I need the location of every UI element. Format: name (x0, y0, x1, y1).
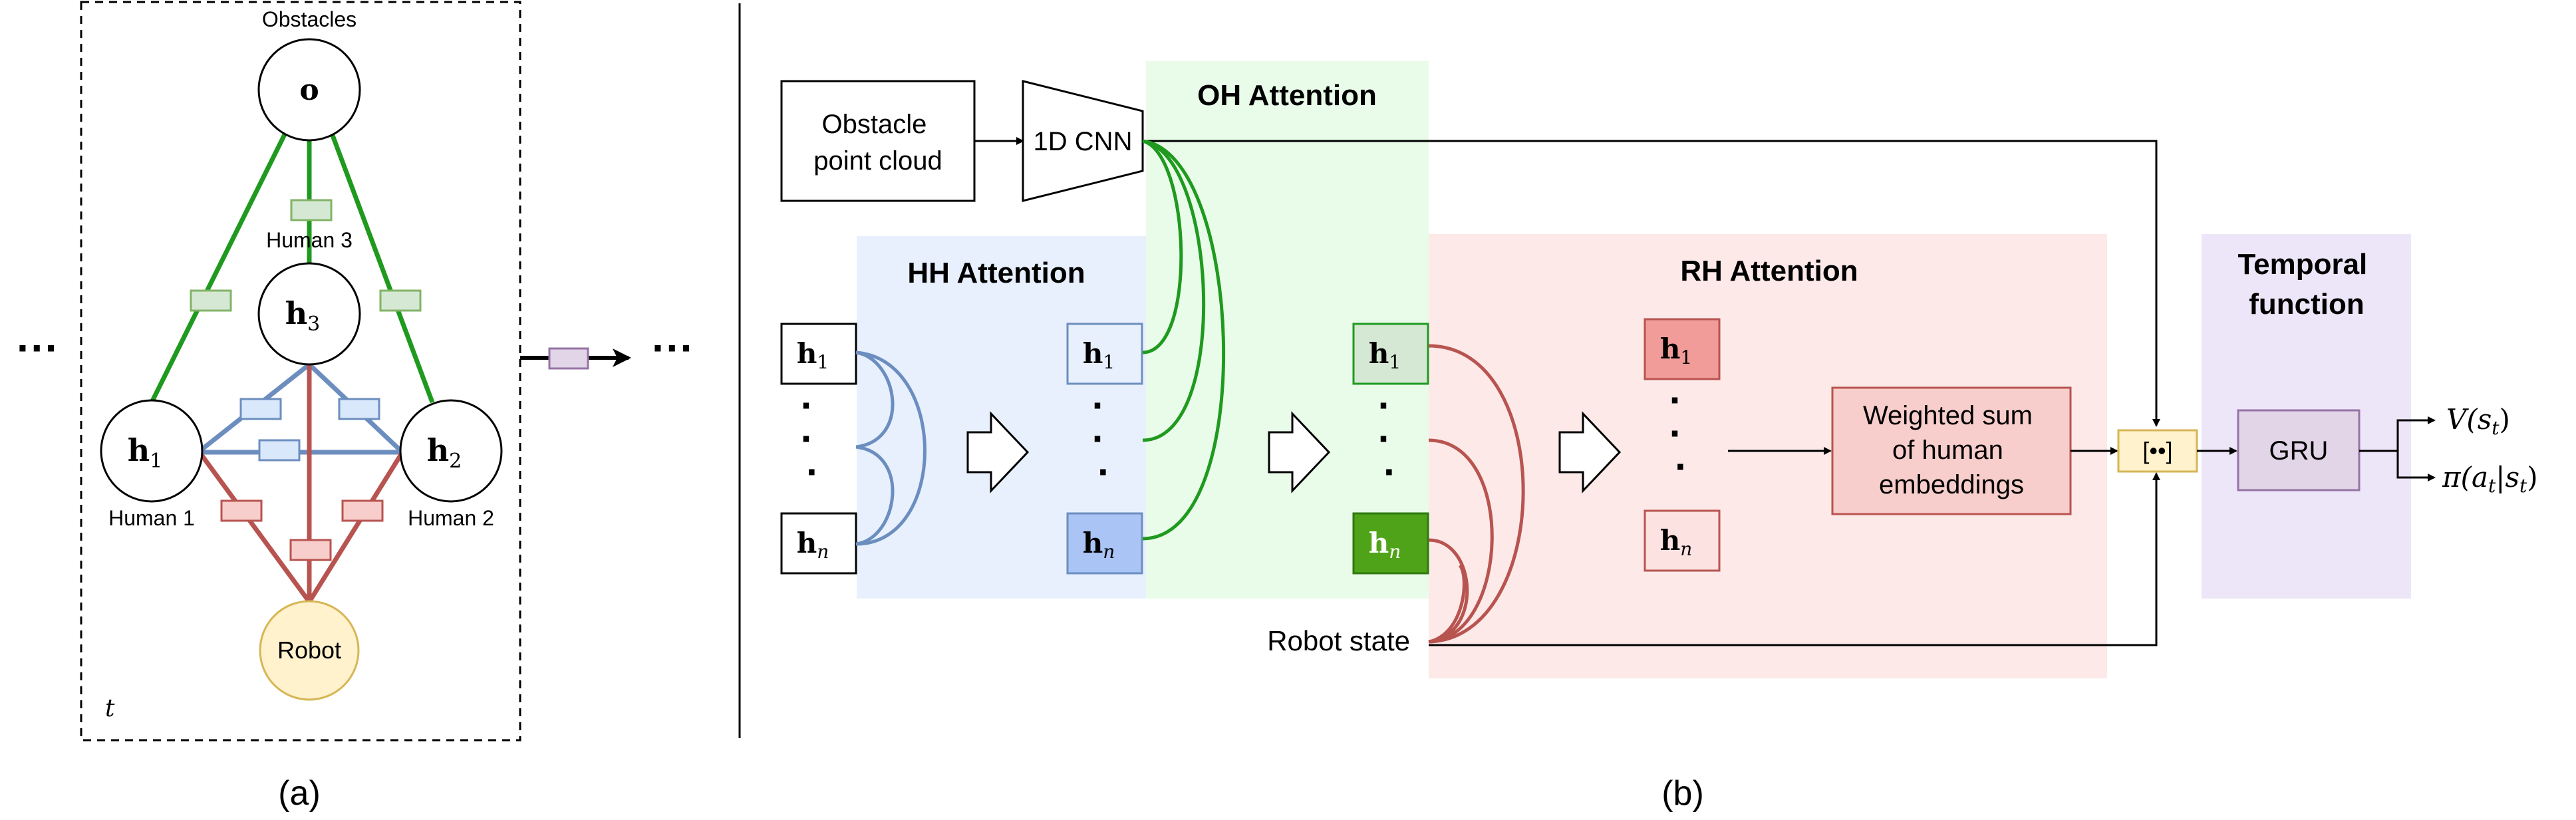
weighted-sum-label: Weighted sum of human embeddings (1863, 401, 2040, 499)
obstacles-title: Obstacles (262, 7, 357, 31)
cnn-trapezoid (1022, 80, 1144, 202)
ellipsis-left: ··· (17, 324, 59, 372)
human2-label: Human 2 (408, 506, 494, 530)
human1-node-label: h1 (128, 432, 163, 473)
obstacle-point-cloud-box (780, 80, 976, 202)
hh-attention-arcs (855, 350, 927, 546)
time-label: t (105, 695, 115, 722)
obstacle-node (257, 38, 361, 142)
concat-box (2117, 429, 2198, 473)
timestep-frame (80, 1, 521, 742)
panel-a: Obstacles (17, 1, 694, 813)
robot-state-path (1429, 472, 2160, 646)
rh-output-h1 (1644, 318, 1721, 380)
human3-label: Human 3 (266, 228, 353, 252)
hh-input-h1 (780, 323, 857, 385)
hollow-arrow-hh (966, 411, 1030, 493)
robot-state-label: Robot state (1267, 625, 1410, 656)
robot-node (259, 600, 360, 701)
oh-output-h1-label: h1 (1369, 337, 1401, 373)
concat-label: [••] (2142, 437, 2172, 464)
oh-output-hn (1352, 512, 1429, 575)
hh-input-hn-label: hn (797, 527, 829, 563)
robot-node-label: Robot (277, 636, 341, 664)
rh-output-vdots: · · · (1669, 378, 1694, 489)
ellipsis-right: ··· (652, 324, 694, 372)
oh-attention-arcs (1142, 139, 1226, 541)
human3-node (257, 262, 361, 366)
hh-input-vdots: · · · (801, 383, 825, 494)
obstacle-feature-path (1143, 140, 2160, 427)
value-output: V(st) (2446, 403, 2510, 439)
hh-input-h1-label: h1 (797, 337, 829, 373)
hh-output-hn-label: hn (1083, 527, 1115, 563)
hh-output-hn (1066, 512, 1143, 575)
obstacle-node-label: o (299, 73, 319, 107)
gru-label: GRU (2269, 436, 2329, 466)
rh-output-hn-label: hn (1660, 524, 1693, 560)
hollow-arrow-oh (1268, 411, 1331, 493)
human2-node (399, 399, 503, 503)
temporal-title: Temporal function (2237, 248, 2375, 321)
caption-a: (a) (278, 774, 321, 813)
hh-output-vdots: · · · (1092, 383, 1117, 494)
policy-output: π(at|st) (2442, 461, 2538, 497)
hh-output-h1 (1066, 323, 1143, 385)
hollow-arrow-rh (1558, 411, 1622, 493)
human1-node (100, 399, 204, 503)
human3-node-label: h3 (285, 295, 321, 336)
robot-human-edges (198, 364, 404, 604)
oh-output-h1 (1352, 323, 1429, 385)
human2-node-label: h2 (427, 432, 462, 473)
cnn-label: 1D CNN (1034, 127, 1133, 156)
caption-b: (b) (1661, 774, 1704, 813)
gru-output-arrows (2359, 416, 2436, 481)
obstacle-edge-embeddings (190, 199, 422, 312)
hh-input-hn (780, 512, 857, 575)
human-edge-embeddings (239, 398, 380, 462)
hh-attention-title: HH Attention (907, 257, 1085, 289)
weighted-sum-box (1831, 386, 2072, 515)
oh-output-hn-label: hn (1369, 527, 1401, 563)
rh-attention-arcs (1428, 344, 1525, 644)
oh-attention-title: OH Attention (1197, 79, 1377, 112)
human1-label: Human 1 (108, 506, 195, 530)
robot-edge-embeddings (220, 499, 384, 561)
next-timestep-embedding (548, 347, 589, 370)
oh-output-vdots: · · · (1378, 383, 1403, 494)
rh-output-h1-label: h1 (1660, 333, 1692, 368)
rh-output-hn (1644, 509, 1721, 572)
rh-attention-title: RH Attention (1680, 255, 1858, 287)
panel-b: OH Attention HH Attention RH Attention T… (780, 61, 2538, 813)
obstacle-point-cloud-label: Obstacle point cloud (813, 110, 942, 176)
hh-output-h1-label: h1 (1083, 337, 1115, 373)
